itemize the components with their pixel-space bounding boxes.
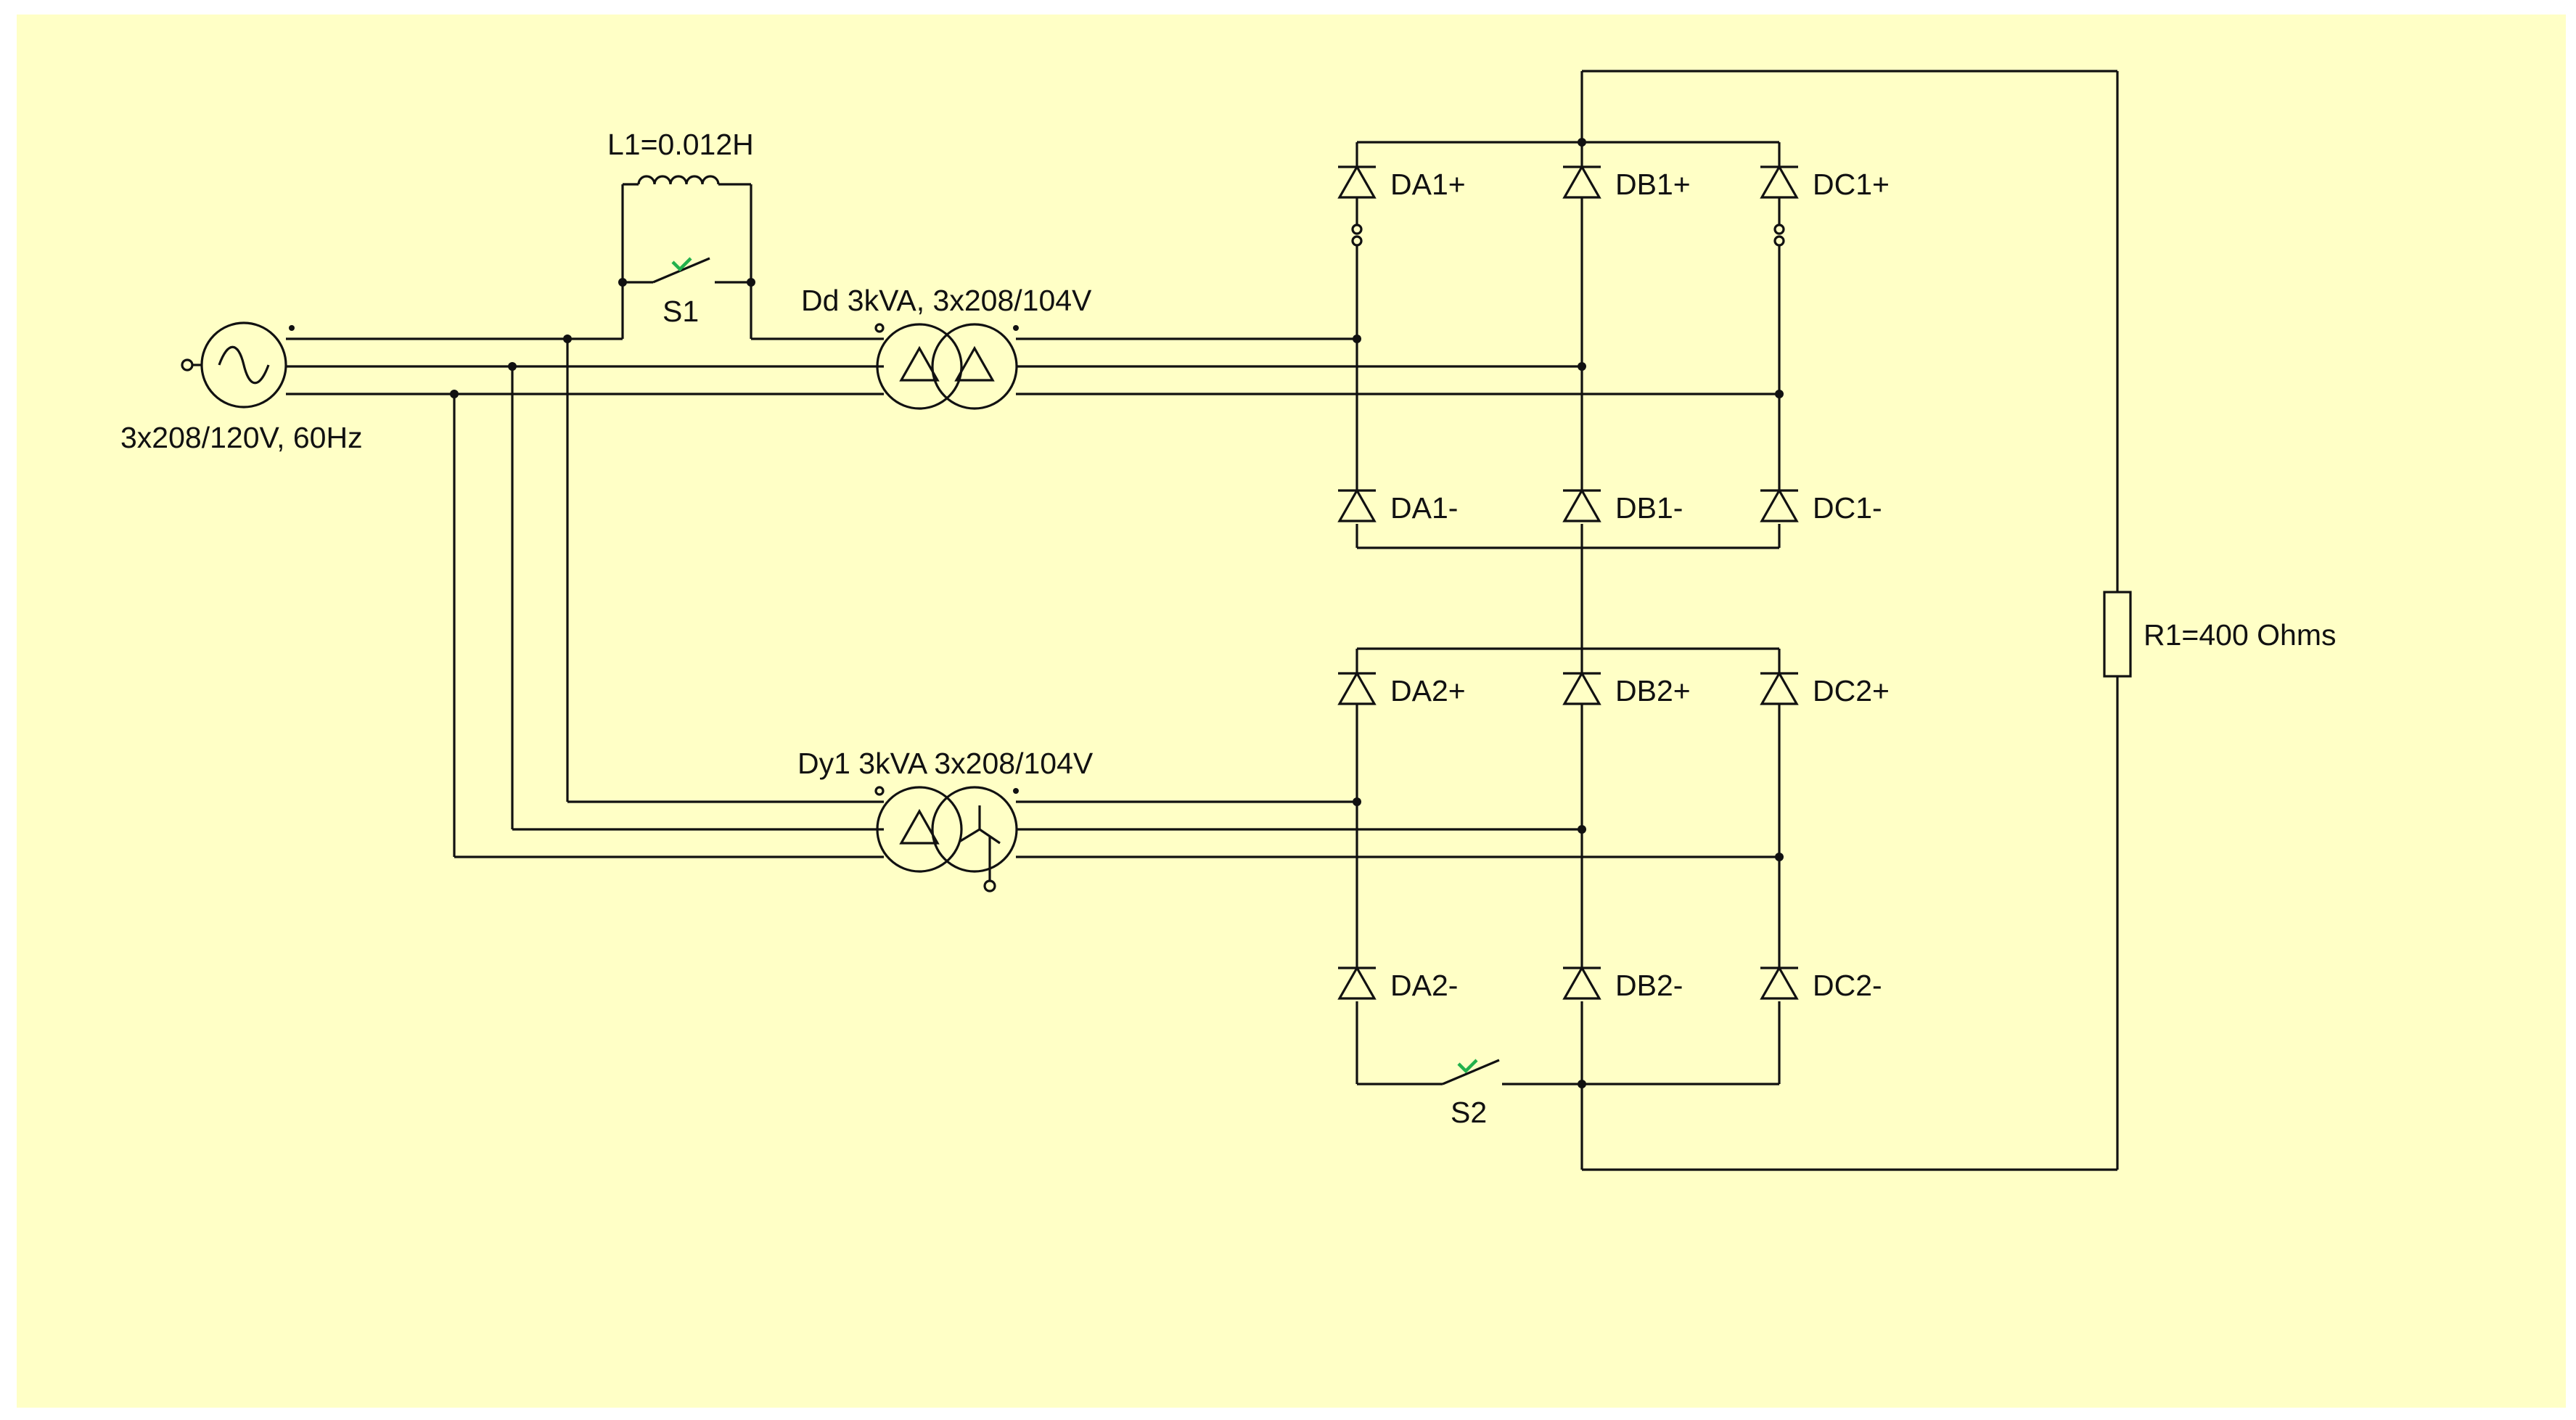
diode-DC2p[interactable] bbox=[1760, 670, 1799, 705]
bridge1-input-wires bbox=[1016, 335, 1784, 398]
diode-DA2p[interactable] bbox=[1337, 670, 1377, 705]
switch-S1[interactable] bbox=[618, 257, 755, 287]
resistor-R1[interactable] bbox=[2103, 591, 2132, 678]
diode-label-DC2p: DC2+ bbox=[1813, 674, 1890, 707]
diode-DB1m[interactable] bbox=[1562, 488, 1601, 522]
bridge-2 bbox=[1355, 647, 1781, 1170]
resistor-label: R1=400 Ohms bbox=[2144, 618, 2337, 652]
diode-DA1p[interactable] bbox=[1337, 164, 1377, 199]
diode-DA1m[interactable] bbox=[1337, 488, 1377, 522]
inductor-label: L1=0.012H bbox=[607, 128, 754, 161]
diode-DB2m[interactable] bbox=[1562, 965, 1601, 1000]
s1-closed-check-icon bbox=[671, 257, 692, 272]
inductor-L1[interactable] bbox=[621, 175, 752, 339]
s2-closed-check-icon bbox=[1457, 1059, 1478, 1074]
diode-label-DC2m: DC2- bbox=[1813, 969, 1882, 1002]
diode-label-DC1p: DC1+ bbox=[1813, 168, 1890, 201]
source-label: 3x208/120V, 60Hz bbox=[120, 421, 363, 454]
diode-label-DA1m: DA1- bbox=[1390, 491, 1458, 525]
diode-label-DB1m: DB1- bbox=[1615, 491, 1683, 525]
diode-DC2m[interactable] bbox=[1760, 965, 1799, 1000]
transformer-dy-label: Dy1 3kVA 3x208/104V bbox=[797, 747, 1094, 780]
three-phase-source[interactable] bbox=[181, 321, 295, 409]
diode-label-DC1m: DC1- bbox=[1813, 491, 1882, 525]
diode-label-DB2m: DB2- bbox=[1615, 969, 1683, 1002]
switch-s1-label: S1 bbox=[663, 295, 699, 328]
diode-label-DA1p: DA1+ bbox=[1390, 168, 1466, 201]
switch-s2-label: S2 bbox=[1451, 1096, 1487, 1129]
diode-label-DA2p: DA2+ bbox=[1390, 674, 1466, 707]
schematic-background bbox=[17, 15, 2566, 1408]
diode-DC1m[interactable] bbox=[1760, 488, 1799, 522]
diode-DA2m[interactable] bbox=[1337, 965, 1377, 1000]
diode-DB1p[interactable] bbox=[1562, 164, 1601, 199]
bridge-1 bbox=[1351, 71, 1785, 649]
diode-label-DB2p: DB2+ bbox=[1615, 674, 1691, 707]
load-wires bbox=[1582, 70, 2119, 1171]
source-phase-wires bbox=[286, 335, 884, 858]
diode-DB2p[interactable] bbox=[1562, 670, 1601, 705]
diode-label-DA2m: DA2- bbox=[1390, 969, 1458, 1002]
diode-label-DB1p: DB1+ bbox=[1615, 168, 1691, 201]
transformer-dd-label: Dd 3kVA, 3x208/104V bbox=[801, 284, 1092, 317]
switch-S2[interactable] bbox=[1357, 1059, 1500, 1085]
diode-DC1p[interactable] bbox=[1760, 164, 1799, 199]
